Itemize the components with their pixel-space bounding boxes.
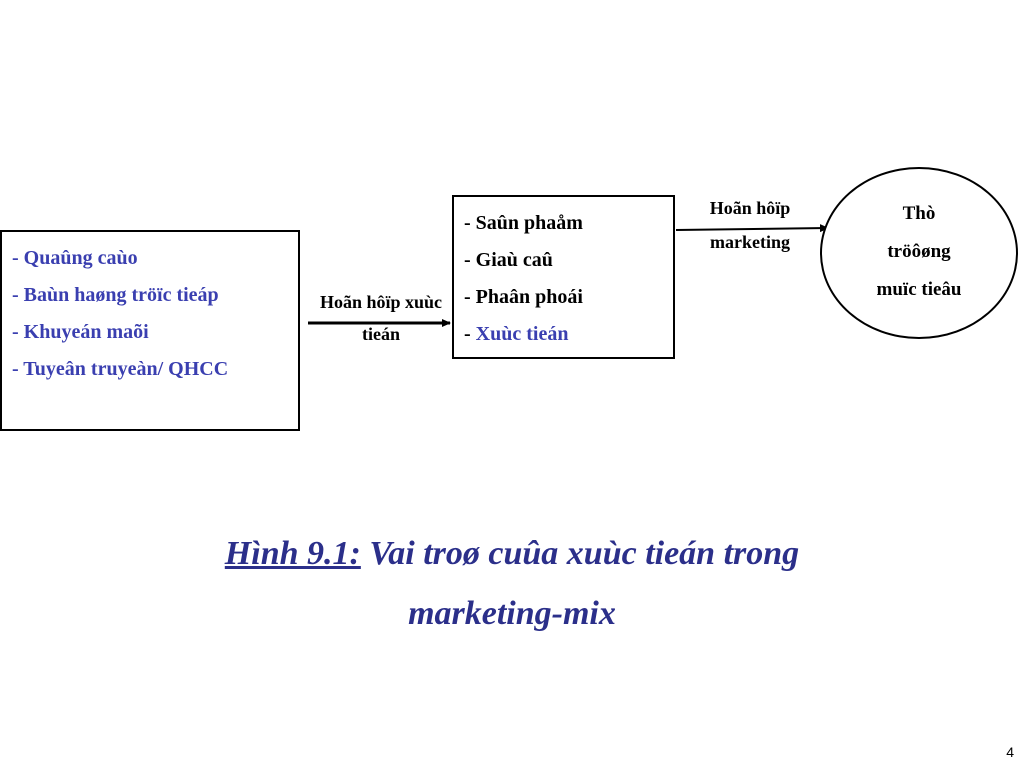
target-market-line1: Thò xyxy=(902,203,936,224)
promotion-item: - Tuyeân truyeàn/ QHCC xyxy=(12,358,229,380)
promotion-tools-box: - Quaûng caùo - Baùn haøng tröïc tieáp -… xyxy=(0,230,300,431)
promotion-item: - Khuyeán maõi xyxy=(12,321,149,343)
marketing-mix-label-line2: marketing xyxy=(710,232,790,252)
mix-to-market-arrow xyxy=(675,224,829,233)
caption-text-line1: Vai troø cuûa xuùc tieán trong xyxy=(360,535,800,572)
target-market-line2: tröôøng xyxy=(887,241,951,262)
target-market-circle: Thò tröôøng muïc tieâu xyxy=(820,167,1018,339)
marketing-mix-box: - Saûn phaåm - Giaù caû - Phaân phoái - … xyxy=(452,195,675,359)
page-number: 4 xyxy=(1006,744,1014,760)
promotion-mix-label: Hoãn hôïp xuùc tieán xyxy=(306,290,456,346)
marketing-mix-label: Hoãn hôïp marketing xyxy=(690,196,810,254)
mix-item-promotion: - Xuùc tieán xyxy=(464,316,673,353)
mix-item-promotion-highlight: Xuùc tieán xyxy=(475,323,569,345)
promotion-item: - Quaûng caùo xyxy=(12,247,138,269)
mix-item-price: - Giaù caû xyxy=(464,249,553,271)
target-market-line3: muïc tieâu xyxy=(876,279,962,300)
promotion-item: - Baùn haøng tröïc tieáp xyxy=(12,284,219,306)
figure-caption: Hình 9.1: Vai troø cuûa xuùc tieán trong… xyxy=(0,532,1024,636)
caption-line1: Hình 9.1: Vai troø cuûa xuùc tieán trong xyxy=(0,532,1024,576)
caption-figure-ref: Hình 9.1: xyxy=(224,535,361,572)
mix-item-product: - Saûn phaåm xyxy=(464,212,583,234)
promotion-mix-label-line2: tieán xyxy=(362,324,400,344)
mix-item-place: - Phaân phoái xyxy=(464,286,583,308)
marketing-mix-label-line1: Hoãn hôïp xyxy=(709,198,791,218)
caption-text-line2: marketing-mix xyxy=(408,595,616,632)
mix-item-promotion-prefix: - xyxy=(464,323,476,345)
promotion-mix-label-line1: Hoãn hôïp xuùc xyxy=(319,292,443,312)
